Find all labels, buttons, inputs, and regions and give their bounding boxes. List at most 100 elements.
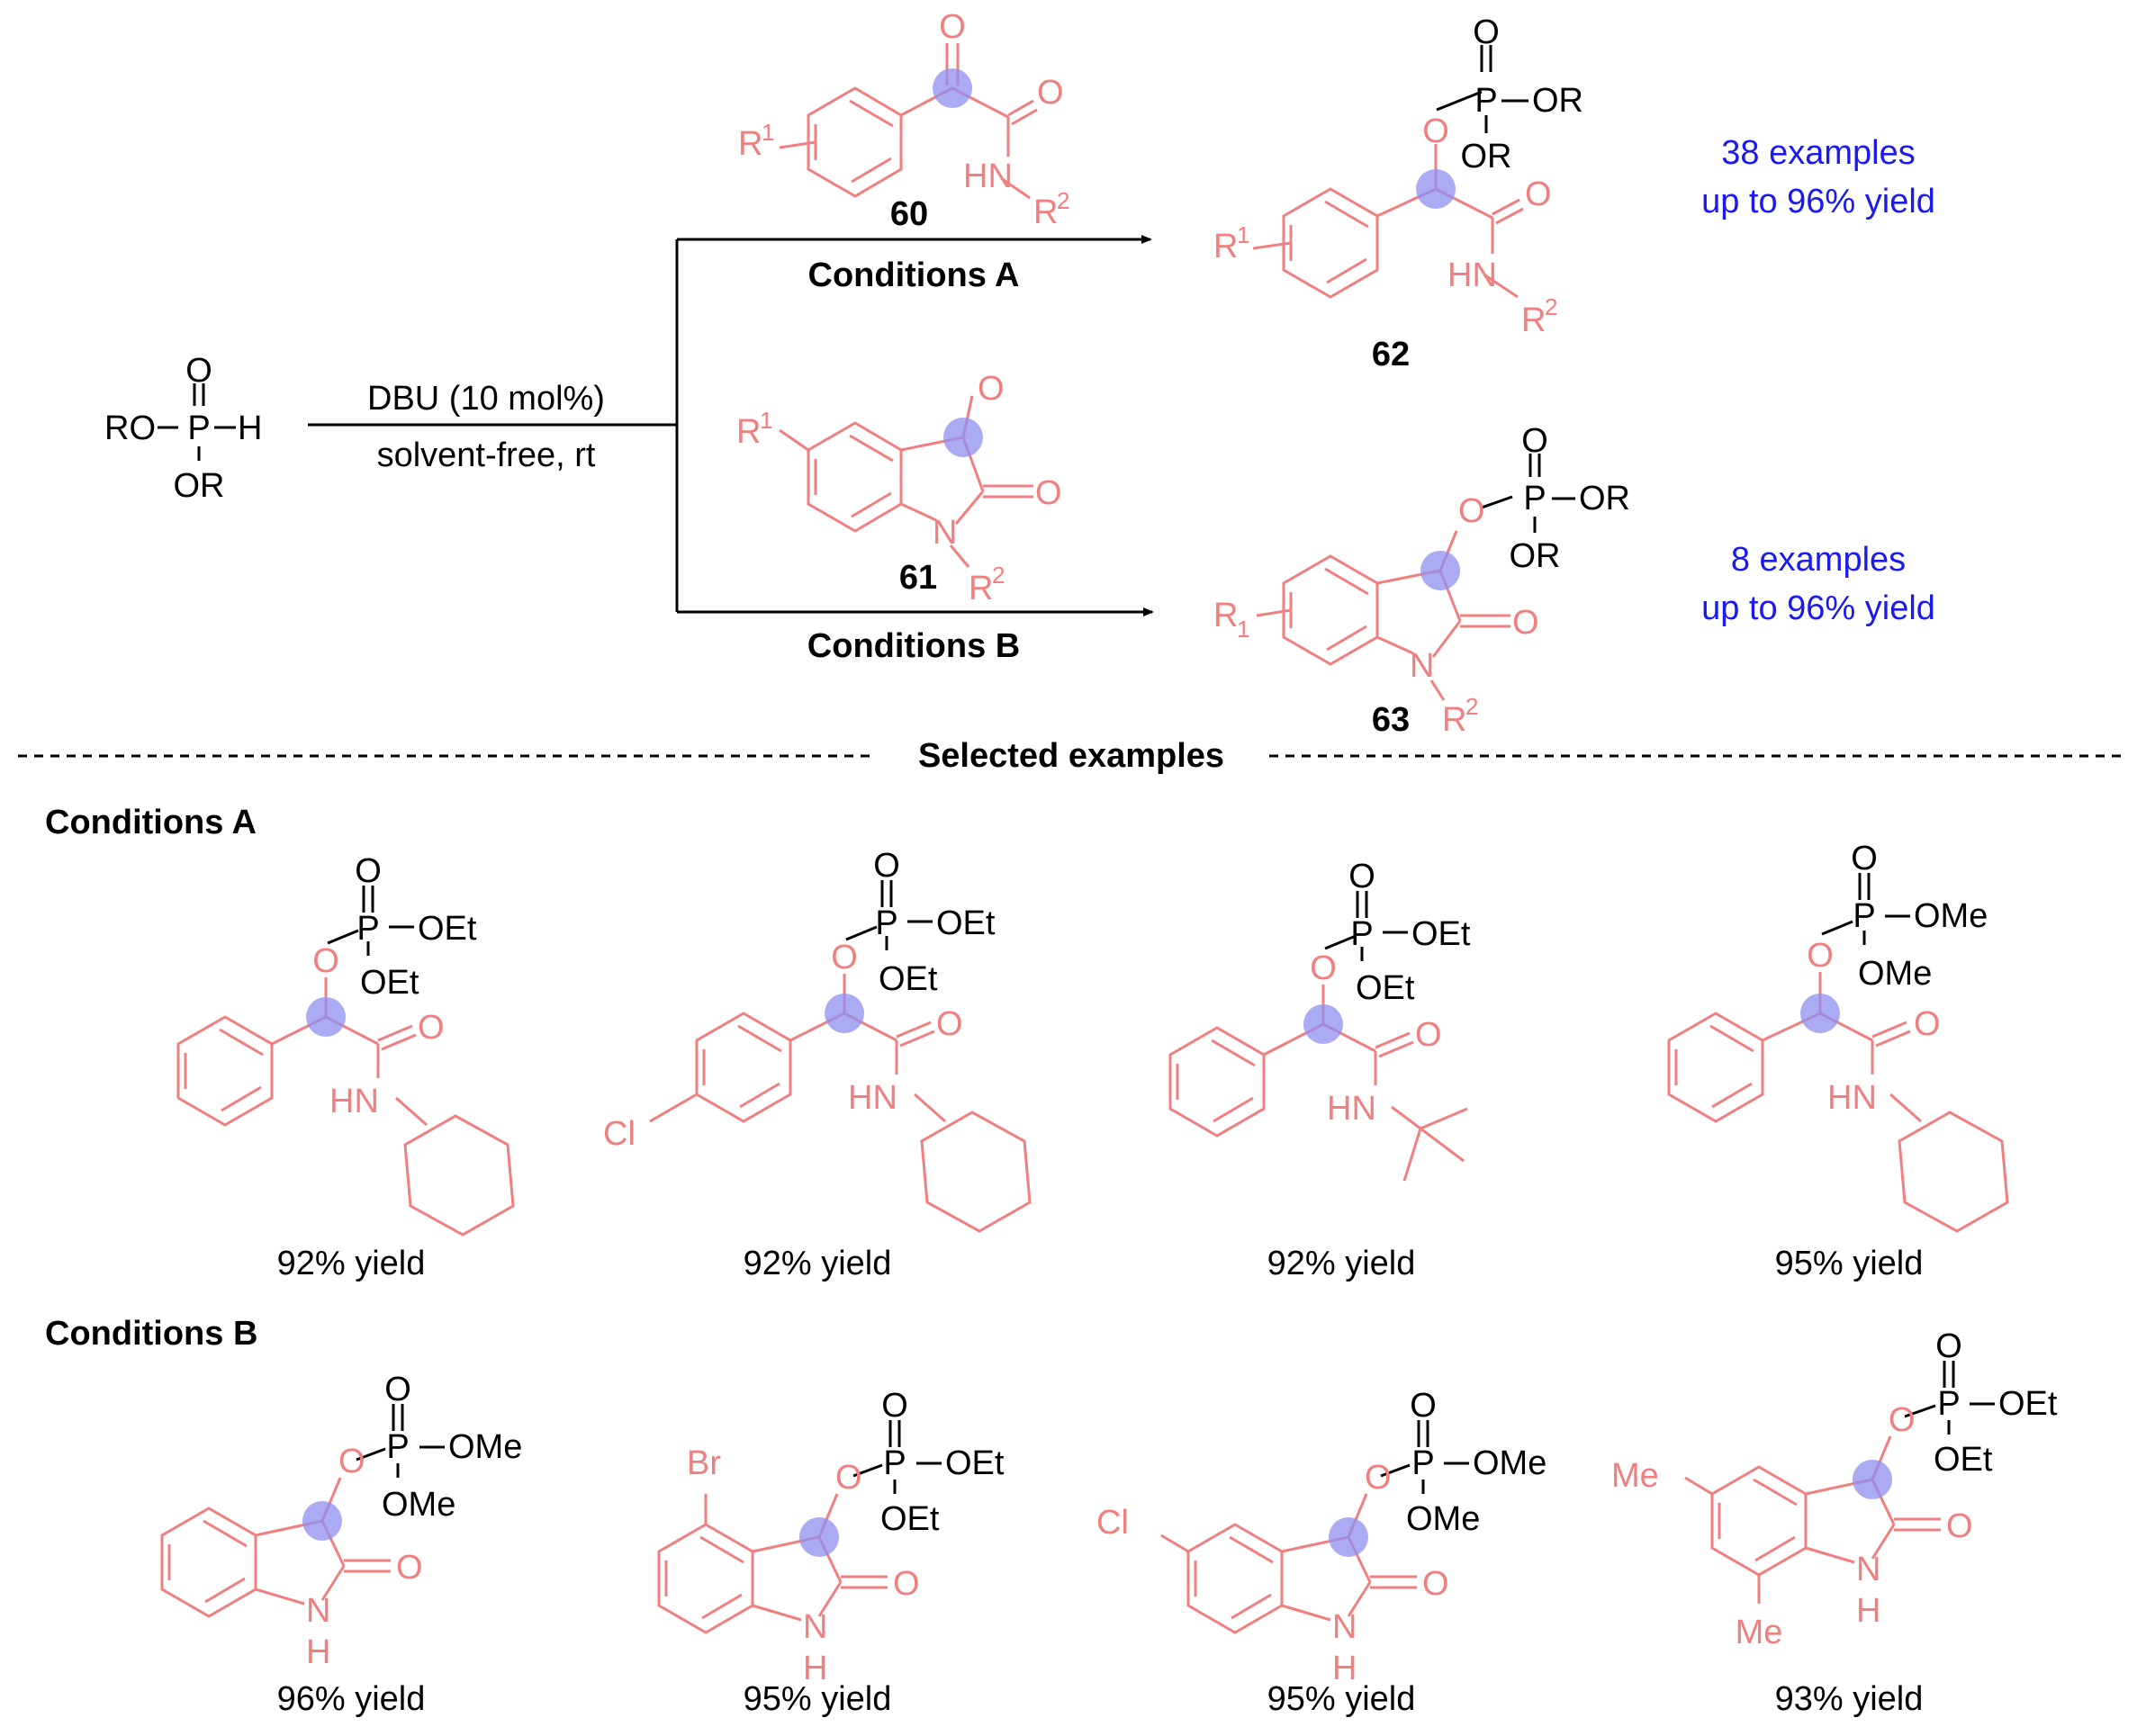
substrate-61: O O N R2 R1 61 — [736, 370, 1062, 607]
route-a-summary-yield: up to 96% yield — [1701, 183, 1935, 220]
svg-text:O: O — [893, 1565, 920, 1603]
route-b-label: Conditions B — [807, 627, 1020, 665]
svg-text:O: O — [1525, 175, 1552, 213]
svg-text:O: O — [835, 1459, 862, 1497]
svg-text:HN: HN — [1327, 1090, 1376, 1128]
phosphite-oxo-o: O — [185, 352, 212, 390]
compound-62-id: 62 — [1372, 336, 1410, 373]
example-a2-yield: 92% yield — [744, 1245, 892, 1282]
route-a-label: Conditions A — [808, 256, 1020, 294]
svg-text:OEt: OEt — [360, 964, 419, 1002]
svg-text:P: P — [386, 1428, 409, 1466]
example-b4-methyl-bottom: Me — [1736, 1614, 1783, 1651]
product-63: O O P OR OR O N R2 R1 63 — [1213, 422, 1630, 739]
svg-text:N: N — [933, 514, 957, 552]
example-b1-yield: 96% yield — [277, 1680, 426, 1718]
svg-text:P: P — [875, 904, 897, 942]
svg-text:O: O — [338, 1443, 365, 1480]
svg-text:O: O — [312, 942, 339, 980]
svg-text:O: O — [1310, 949, 1337, 987]
svg-text:H: H — [306, 1633, 330, 1671]
route-b-summary-yield: up to 96% yield — [1701, 589, 1935, 627]
svg-text:OEt: OEt — [936, 904, 996, 942]
example-a3: O O P OEt OEt O HN 92% yield — [1168, 858, 1471, 1282]
svg-text:R: R — [1213, 228, 1238, 265]
svg-text:O: O — [1935, 1327, 1962, 1365]
svg-text:R: R — [1213, 597, 1238, 634]
svg-text:O: O — [1914, 1005, 1941, 1043]
svg-text:O: O — [1521, 422, 1548, 460]
example-a3-yield: 92% yield — [1267, 1245, 1416, 1282]
reaction-arrows — [308, 235, 1154, 616]
svg-text:P: P — [356, 910, 379, 948]
section-b-title: Conditions B — [45, 1315, 257, 1353]
svg-text:R: R — [969, 570, 993, 607]
example-a2: O O P OEt OEt O HN Cl 92% yield — [603, 847, 1032, 1282]
svg-text:O: O — [1037, 74, 1064, 112]
svg-text:R: R — [1442, 701, 1466, 739]
svg-text:O: O — [1348, 858, 1375, 895]
svg-text:HN: HN — [1827, 1079, 1877, 1117]
svg-text:O: O — [396, 1549, 423, 1587]
svg-text:HN: HN — [329, 1083, 379, 1120]
svg-text:O: O — [1807, 937, 1834, 975]
svg-text:OMe: OMe — [448, 1428, 522, 1466]
svg-text:OMe: OMe — [1406, 1500, 1480, 1538]
svg-text:OMe: OMe — [1473, 1444, 1546, 1482]
svg-text:P: P — [1411, 1444, 1434, 1482]
svg-text:O: O — [1473, 13, 1500, 51]
svg-text:O: O — [1512, 604, 1539, 642]
example-b1: O O P OMe OMe O N H 96% yield — [160, 1371, 522, 1718]
svg-text:HN: HN — [963, 157, 1013, 195]
example-b3-yield: 95% yield — [1267, 1680, 1416, 1718]
svg-text:OEt: OEt — [879, 960, 938, 998]
svg-text:1: 1 — [762, 119, 774, 146]
example-b4-yield: 93% yield — [1775, 1680, 1924, 1718]
svg-text:OR: OR — [1510, 537, 1561, 575]
svg-text:O: O — [418, 1009, 445, 1047]
example-b2-bromo: Br — [687, 1444, 721, 1482]
svg-text:1: 1 — [760, 407, 772, 434]
svg-text:O: O — [1422, 1565, 1449, 1603]
sm61-ketone-o: O — [978, 370, 1005, 408]
svg-text:O: O — [1422, 112, 1449, 150]
route-b-summary-count: 8 examples — [1731, 541, 1906, 579]
svg-text:P: P — [1350, 915, 1373, 953]
svg-text:2: 2 — [1465, 693, 1478, 720]
svg-text:P: P — [1523, 480, 1546, 517]
svg-text:OEt: OEt — [1934, 1441, 1993, 1479]
svg-text:O: O — [881, 1387, 908, 1425]
svg-text:P: P — [1474, 82, 1497, 120]
svg-text:1: 1 — [1237, 616, 1249, 643]
example-a1: O O P OEt OEt O HN 92% yield — [176, 852, 515, 1282]
compound-61-id: 61 — [899, 559, 937, 597]
svg-text:O: O — [1415, 1016, 1442, 1054]
route-a-summary-count: 38 examples — [1721, 134, 1915, 172]
svg-text:O: O — [873, 847, 900, 885]
product-62: O O P OR OR O HN R2 R1 62 — [1213, 13, 1583, 373]
svg-text:O: O — [1946, 1507, 1973, 1545]
compound-63-id: 63 — [1372, 701, 1410, 739]
example-b2-yield: 95% yield — [744, 1680, 892, 1718]
svg-text:H: H — [803, 1650, 827, 1687]
svg-text:N: N — [1332, 1608, 1357, 1646]
example-b3-chloro: Cl — [1096, 1504, 1129, 1542]
svg-text:H: H — [1856, 1592, 1880, 1630]
svg-text:1: 1 — [1237, 221, 1249, 248]
svg-text:O: O — [1365, 1459, 1392, 1497]
svg-text:OEt: OEt — [1411, 915, 1471, 953]
svg-text:OMe: OMe — [1858, 955, 1932, 993]
svg-text:2: 2 — [1057, 187, 1069, 214]
example-a4-yield: 95% yield — [1775, 1245, 1924, 1282]
divider: Selected examples — [18, 737, 2124, 775]
phosphite-reagent: O RO P H OR — [104, 352, 262, 505]
svg-text:OEt: OEt — [418, 910, 477, 948]
conditions-solvent: solvent-free, rt — [377, 436, 596, 474]
example-b2: O O P OEt OEt O N H Br 95% yield — [657, 1387, 1005, 1718]
example-b3: O O P OMe OMe O N H Cl 95% yield — [1096, 1387, 1546, 1718]
svg-text:OEt: OEt — [1356, 969, 1415, 1007]
svg-text:OEt: OEt — [880, 1500, 940, 1538]
conditions-catalyst: DBU (10 mol%) — [367, 380, 605, 418]
svg-text:O: O — [936, 1005, 963, 1043]
